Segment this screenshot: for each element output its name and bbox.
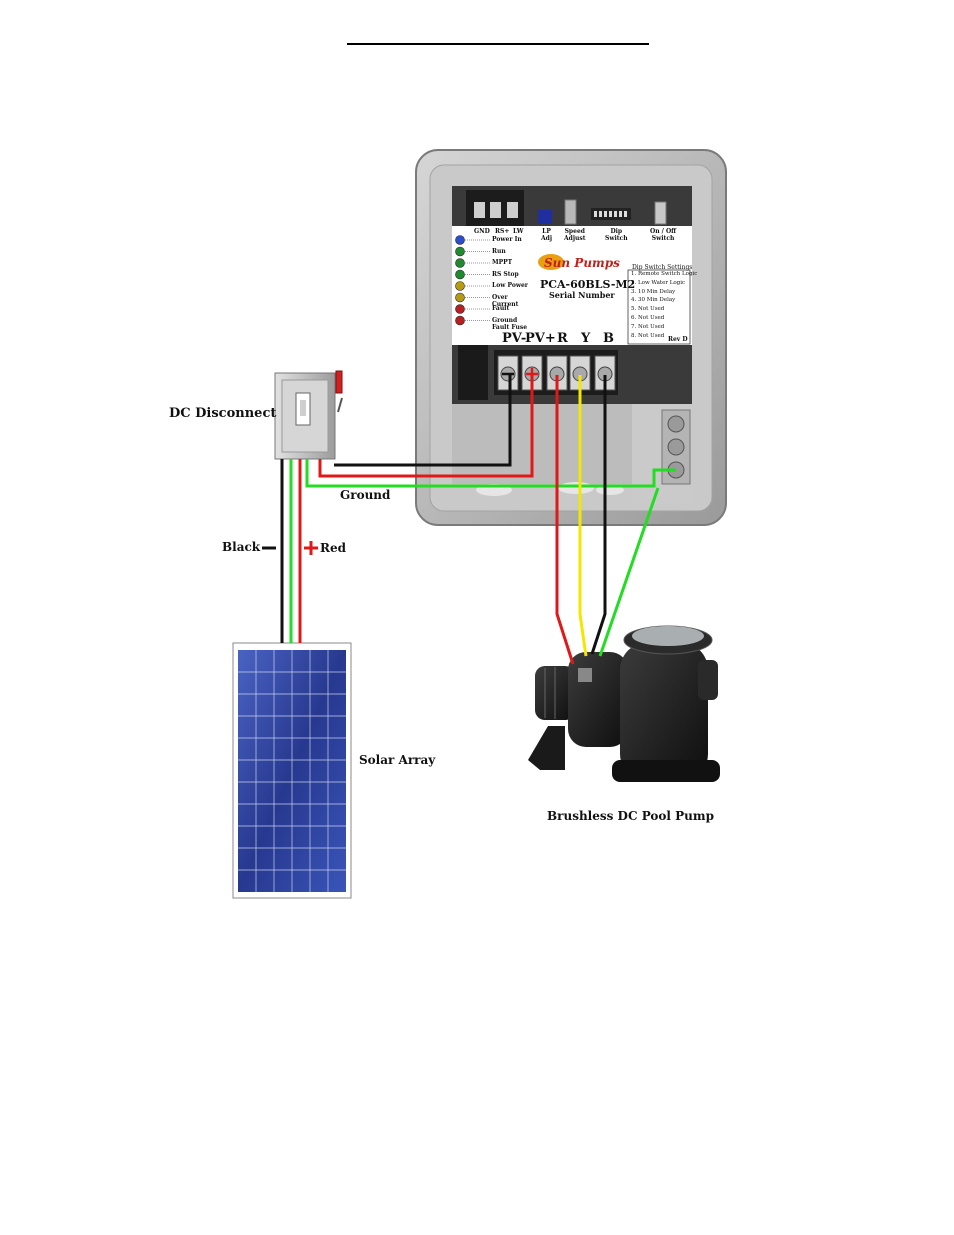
led-6 — [455, 304, 465, 314]
wire-ground — [305, 459, 676, 488]
ground-label: Ground — [340, 488, 391, 502]
solar-array — [232, 642, 352, 899]
pump-label: Brushless DC Pool Pump — [547, 809, 714, 823]
red-label: Red — [320, 541, 346, 555]
led-label-1: Run — [492, 247, 506, 255]
wire-motor-b — [590, 375, 607, 655]
led-label-6: Fault — [492, 305, 510, 312]
dc-disconnect-label: DC Disconnect — [169, 406, 277, 421]
led-5 — [455, 292, 465, 303]
svg-text:Sun Pumps: Sun Pumps — [544, 256, 620, 270]
terminal-label-3: Y — [581, 331, 591, 346]
wire-motor-r — [555, 375, 575, 665]
dip-title: Dip Switch Settings — [632, 264, 693, 271]
dip-item-1: 2. Low Water Logic — [631, 279, 686, 286]
lp-adj-knob[interactable] — [538, 210, 552, 224]
led-label-3: RS Stop — [492, 270, 519, 278]
dip-item-5: 6. Not Used — [631, 315, 665, 321]
on-off-switch[interactable] — [654, 201, 667, 225]
pool-pump — [528, 625, 720, 782]
led-7 — [455, 315, 465, 326]
top-label-2: LW — [513, 228, 524, 235]
led-0 — [455, 235, 465, 245]
plus-sign — [304, 541, 318, 555]
dip-item-2: 3. 10 Min Delay — [631, 288, 676, 295]
dip-item-0: 1. Remote Switch Logic — [631, 271, 698, 277]
led-label-7: Ground Fault Fuse — [492, 316, 528, 331]
serial-number-label: Serial Number — [549, 290, 615, 300]
led-label-4: Low Power — [492, 282, 528, 289]
controller-enclosure — [415, 149, 727, 526]
top-label-1: RS+ — [495, 228, 510, 235]
dip-item-3: 4. 30 Min Delay — [631, 297, 676, 304]
dc-disconnect[interactable] — [274, 370, 343, 460]
brand-logo: Sun Pumps — [538, 254, 620, 270]
dip-item-7: 8. Not Used — [631, 332, 665, 339]
led-4 — [455, 281, 465, 291]
wire-pv-plus — [318, 375, 534, 478]
solar-array-label: Solar Array — [359, 753, 436, 767]
controller-model: PCA-60BLS-M2 — [540, 278, 636, 291]
led-2 — [455, 258, 465, 268]
led-3 — [455, 269, 465, 280]
led-1 — [455, 246, 465, 257]
speed-adjust-knob[interactable] — [564, 199, 577, 225]
terminal-label-1: PV+ — [525, 331, 556, 346]
rev-label: Rev D — [668, 336, 688, 343]
wire-pump-ground — [598, 487, 660, 657]
dip-item-6: 7. Not Used — [631, 323, 665, 330]
terminal-label-4: B — [603, 331, 614, 346]
top-label-0: GND — [474, 228, 490, 235]
led-label-5: Over Current — [492, 293, 519, 308]
wire-pv-minus — [334, 375, 512, 467]
dip-item-4: 5. Not Used — [631, 306, 665, 313]
led-label-0: Power In — [492, 236, 522, 243]
wire-motor-y — [578, 375, 588, 657]
terminal-label-2: R — [557, 331, 568, 346]
disconnect-handle[interactable] — [335, 370, 343, 394]
terminal-label-0: PV- — [502, 331, 527, 346]
led-label-2: MPPT — [492, 259, 513, 266]
black-label: Black — [222, 540, 261, 554]
